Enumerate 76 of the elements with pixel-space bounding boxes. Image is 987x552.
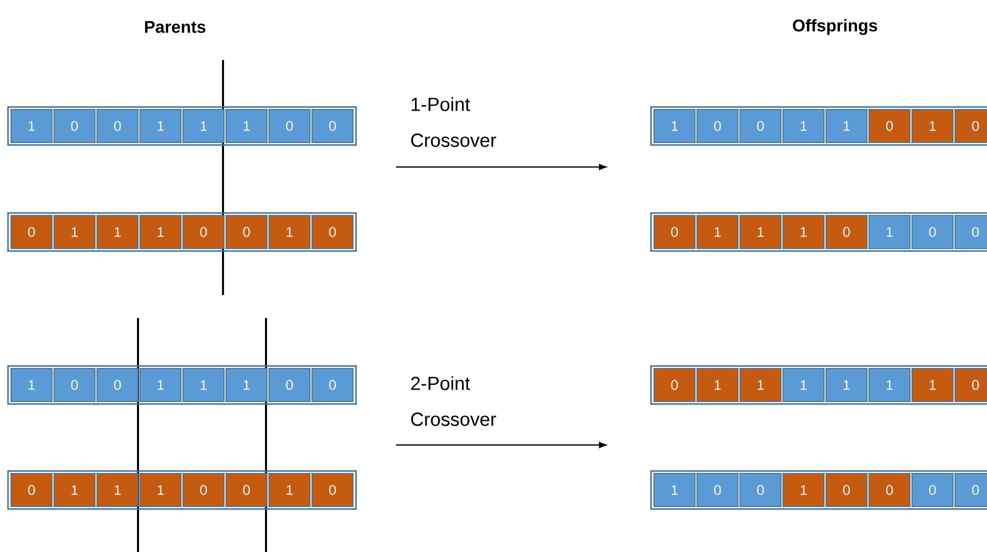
gene-cell: 1 (182, 368, 224, 402)
gene-cell: 1 (868, 215, 910, 249)
gene-cell: 0 (696, 473, 738, 507)
gene-cell: 1 (696, 215, 738, 249)
gene-cell: 1 (782, 473, 824, 507)
gene-cell: 1 (140, 109, 182, 143)
gene-cell: 0 (696, 109, 738, 143)
chromosome-bar (650, 212, 987, 252)
gene-cell: 1 (140, 368, 182, 402)
gene-cell: 0 (182, 473, 224, 507)
gene-cell: 1 (782, 215, 824, 249)
gene-cell: 0 (268, 368, 310, 402)
gene-cell: 0 (54, 368, 96, 402)
gene-cell: 1 (912, 109, 954, 143)
gene-cell: 1 (654, 473, 696, 507)
gene-cell: 0 (868, 109, 910, 143)
gene-cell: 1 (226, 109, 268, 143)
gene-cell: 0 (740, 473, 782, 507)
gene-cell: 1 (696, 368, 738, 402)
crossover-label: 2-Point Crossover (411, 376, 496, 426)
chromosome-bar (7, 106, 357, 146)
gene-cell: 0 (312, 473, 354, 507)
gene-cell: 0 (954, 368, 987, 402)
gene-cell: 1 (782, 109, 824, 143)
gene-cell: 0 (226, 215, 268, 249)
gene-cell: 1 (782, 368, 824, 402)
crossover-label: 1-Point Crossover (411, 97, 496, 147)
gene-cell: 1 (140, 215, 182, 249)
gene-cell: 1 (268, 215, 310, 249)
gene-cell: 0 (10, 215, 52, 249)
gene-cell: 0 (954, 473, 987, 507)
gene-cell: 0 (912, 215, 954, 249)
gene-cell: 0 (96, 109, 138, 143)
gene-cell: 1 (868, 368, 910, 402)
chromosome-bar (7, 212, 357, 252)
gene-cell: 1 (740, 368, 782, 402)
gene-cell: 0 (226, 473, 268, 507)
gene-cell: 1 (912, 368, 954, 402)
gene-cell: 1 (10, 368, 52, 402)
chromosome-bar (7, 470, 357, 510)
chromosome-bar (650, 365, 987, 405)
gene-cell: 1 (182, 109, 224, 143)
gene-cell: 0 (654, 215, 696, 249)
gene-cell: 0 (312, 109, 354, 143)
gene-cell: 1 (654, 109, 696, 143)
chromosome-bar (650, 470, 987, 510)
gene-cell: 1 (54, 473, 96, 507)
gene-cell: 1 (226, 368, 268, 402)
gene-cell: 0 (96, 368, 138, 402)
column-heading: Offsprings (792, 19, 878, 35)
gene-cell: 0 (912, 473, 954, 507)
gene-cell: 1 (10, 109, 52, 143)
gene-cell: 0 (10, 473, 52, 507)
gene-cell: 1 (54, 215, 96, 249)
chromosome-bar (650, 106, 987, 146)
chromosome-bar (7, 365, 357, 405)
gene-cell: 1 (140, 473, 182, 507)
column-heading: Parents (145, 21, 206, 33)
gene-cell: 0 (740, 109, 782, 143)
gene-cell: 1 (740, 215, 782, 249)
gene-cell: 0 (826, 473, 868, 507)
gene-cell: 0 (954, 215, 987, 249)
gene-cell: 1 (96, 215, 138, 249)
gene-cell: 1 (826, 368, 868, 402)
gene-cell: 0 (654, 368, 696, 402)
gene-cell: 0 (312, 368, 354, 402)
gene-cell: 1 (826, 109, 868, 143)
gene-cell: 0 (954, 109, 987, 143)
gene-cell: 0 (868, 473, 910, 507)
gene-cell: 1 (268, 473, 310, 507)
gene-cell: 0 (182, 215, 224, 249)
gene-cell: 0 (826, 215, 868, 249)
gene-cell: 0 (268, 109, 310, 143)
gene-cell: 0 (54, 109, 96, 143)
gene-cell: 1 (96, 473, 138, 507)
gene-cell: 0 (312, 215, 354, 249)
